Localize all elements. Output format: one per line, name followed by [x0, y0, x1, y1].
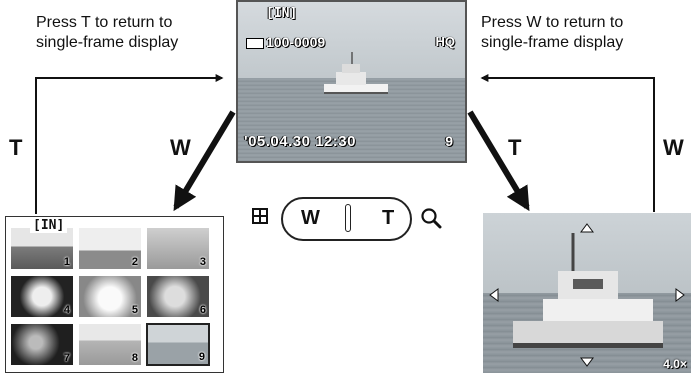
zoom-level: 4.0×: [663, 357, 687, 371]
thumbnail-4[interactable]: 4: [10, 275, 74, 318]
right-inner-label: T: [508, 135, 522, 160]
frame-number: 100-0009: [246, 34, 325, 50]
thumbnail-3[interactable]: 3: [146, 227, 210, 270]
left-inner-label: W: [170, 135, 191, 160]
card-icon: [246, 37, 264, 49]
right-caption-line1: Press W to return to: [481, 14, 624, 31]
left-return-arrow: [35, 74, 224, 214]
right-caption: Press W to return to single-frame displa…: [481, 13, 623, 53]
left-outer-label: T: [9, 135, 23, 160]
thumbnail-5[interactable]: 5: [78, 275, 142, 318]
datetime: '05.04.30 12:30: [244, 133, 356, 150]
right-caption-line2: single-frame display: [481, 34, 624, 51]
down-triangle-icon[interactable]: [580, 357, 594, 367]
boat-image: [324, 52, 388, 94]
thumbnail-1[interactable]: 1: [10, 227, 74, 270]
to-zoom-arrow: [467, 110, 530, 212]
right-triangle-icon[interactable]: [675, 288, 685, 302]
to-index-arrow: [173, 110, 236, 212]
up-triangle-icon[interactable]: [580, 223, 594, 233]
thumbnail-grid: 1 2 3 4 5 6 7 8 9: [10, 224, 220, 372]
magnifier-icon: [421, 208, 442, 229]
thumbnail-8[interactable]: 8: [78, 323, 142, 366]
thumbnail-2[interactable]: 2: [78, 227, 142, 270]
memory-indicator: [IN]: [266, 6, 298, 21]
zoomed-boat-image: [513, 233, 663, 348]
single-frame-screen: [IN] 100-0009 HQ '05.04.30 12:30 9: [236, 0, 467, 163]
quality-indicator: HQ: [435, 34, 456, 49]
left-caption: Press T to return to single-frame displa…: [36, 13, 178, 53]
left-caption-line1: Press T to return to: [36, 14, 173, 31]
left-triangle-icon[interactable]: [489, 288, 499, 302]
index-grid-icon: [252, 208, 268, 224]
zoom-wide-label[interactable]: W: [301, 207, 320, 229]
zoom-lever-divider: [345, 204, 351, 232]
left-caption-line2: single-frame display: [36, 34, 179, 51]
zoom-tele-label[interactable]: T: [382, 207, 395, 229]
thumbnail-7[interactable]: 7: [10, 323, 74, 366]
thumbnail-9-selected[interactable]: 9: [146, 323, 210, 366]
index-memory-indicator: [IN]: [30, 218, 68, 233]
right-return-arrow: [480, 74, 655, 212]
zoomed-display: 4.0×: [483, 213, 691, 373]
thumbnail-6[interactable]: 6: [146, 275, 210, 318]
picture-count: 9: [445, 133, 453, 149]
right-outer-label: W: [663, 135, 684, 160]
